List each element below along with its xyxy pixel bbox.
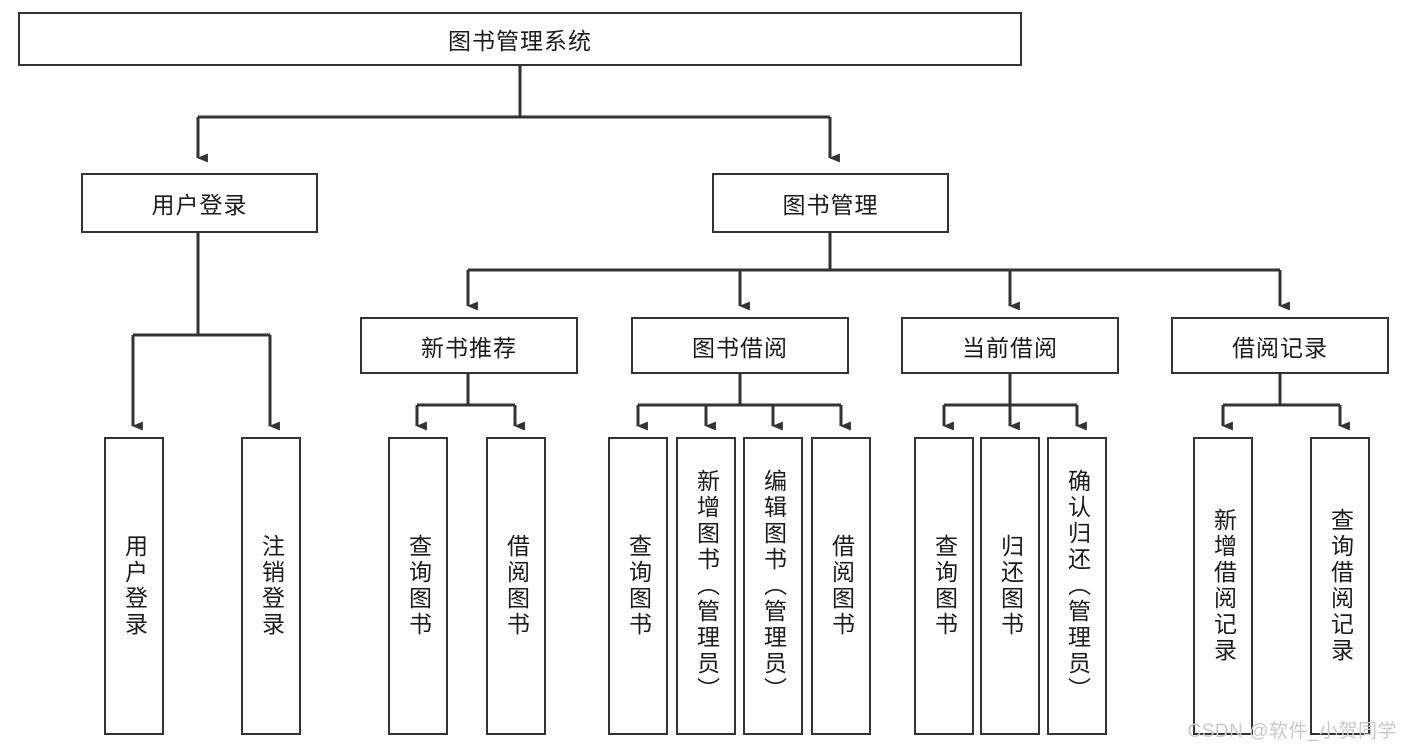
leaf-edit-book[interactable]: 编辑图书（管理员） — [743, 437, 803, 735]
leaf-edit-book-label: 编辑图书（管理员） — [760, 469, 787, 703]
leaf-borrow-book-newbook-label: 借阅图书 — [503, 534, 530, 638]
leaf-return-book-label: 归还图书 — [997, 534, 1024, 638]
node-borrow-record-label: 借阅记录 — [1232, 334, 1328, 361]
node-user-login-label: 用户登录 — [151, 192, 248, 218]
node-borrow-record[interactable]: 借阅记录 — [1171, 317, 1389, 374]
leaf-add-book[interactable]: 新增图书（管理员） — [676, 437, 736, 735]
leaf-query-book-borrow[interactable]: 查询图书 — [608, 437, 668, 735]
leaf-confirm-return-label: 确认归还（管理员） — [1064, 469, 1091, 703]
node-new-book-recommend[interactable]: 新书推荐 — [360, 317, 578, 374]
leaf-user-login-label: 用户登录 — [121, 534, 148, 638]
leaf-query-book-borrow-label: 查询图书 — [625, 534, 652, 638]
leaf-user-login[interactable]: 用户登录 — [104, 437, 164, 735]
leaf-borrow-book-label: 借阅图书 — [828, 534, 855, 638]
leaf-query-book-current-label: 查询图书 — [931, 534, 958, 638]
node-root-label: 图书管理系统 — [448, 28, 592, 54]
node-current-borrow-label: 当前借阅 — [962, 334, 1058, 361]
leaf-borrow-book-newbook[interactable]: 借阅图书 — [486, 437, 546, 735]
leaf-query-borrow-record-label: 查询借阅记录 — [1327, 508, 1354, 664]
node-new-book-recommend-label: 新书推荐 — [421, 334, 517, 361]
node-book-borrow-label: 图书借阅 — [692, 334, 788, 361]
leaf-query-book-newbook[interactable]: 查询图书 — [388, 437, 448, 735]
leaf-query-book-newbook-label: 查询图书 — [405, 534, 432, 638]
leaf-add-borrow-record-label: 新增借阅记录 — [1210, 508, 1237, 664]
leaf-add-book-label: 新增图书（管理员） — [693, 469, 720, 703]
node-current-borrow[interactable]: 当前借阅 — [901, 317, 1119, 374]
leaf-query-book-current[interactable]: 查询图书 — [914, 437, 974, 735]
leaf-add-borrow-record[interactable]: 新增借阅记录 — [1193, 437, 1253, 735]
leaf-query-borrow-record[interactable]: 查询借阅记录 — [1310, 437, 1370, 735]
watermark: CSDN @软件_小贺同学 — [1187, 721, 1397, 742]
leaf-borrow-book[interactable]: 借阅图书 — [811, 437, 871, 735]
node-root[interactable]: 图书管理系统 — [18, 12, 1022, 66]
node-book-management[interactable]: 图书管理 — [712, 173, 949, 233]
node-book-borrow[interactable]: 图书借阅 — [631, 317, 849, 374]
node-user-login[interactable]: 用户登录 — [81, 173, 318, 233]
leaf-user-logout[interactable]: 注销登录 — [241, 437, 301, 735]
leaf-user-logout-label: 注销登录 — [258, 534, 285, 638]
node-book-management-label: 图书管理 — [782, 192, 879, 218]
leaf-confirm-return[interactable]: 确认归还（管理员） — [1047, 437, 1107, 735]
leaf-return-book[interactable]: 归还图书 — [980, 437, 1040, 735]
